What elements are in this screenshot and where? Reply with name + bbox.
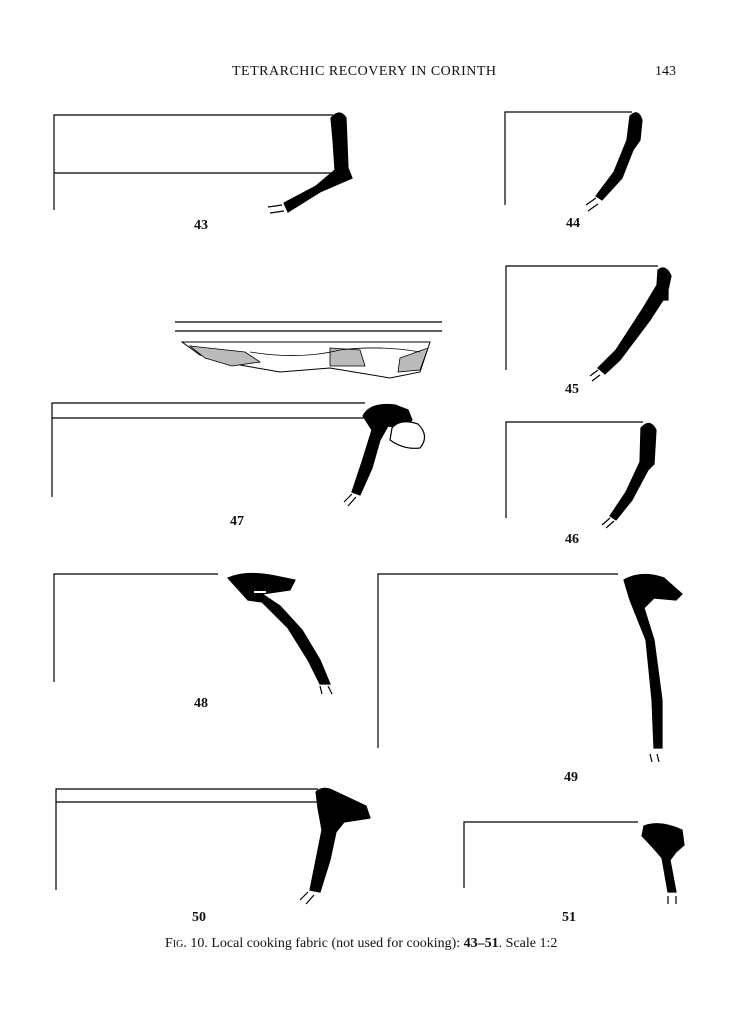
- caption-text: Local cooking fabric (not used for cooki…: [207, 936, 464, 951]
- figure-label-44: 44: [566, 216, 580, 231]
- figure-label-48: 48: [194, 696, 208, 711]
- profile-43: [53, 112, 353, 214]
- profile-47: [51, 402, 426, 507]
- figure-label-49: 49: [564, 770, 578, 785]
- figure-label-51: 51: [562, 910, 576, 925]
- figure-label-45: 45: [565, 382, 579, 397]
- caption-fig-ref: Fig. 10.: [165, 936, 208, 951]
- profile-46: [505, 421, 657, 529]
- profile-48: [53, 572, 333, 695]
- profile-51: [463, 821, 685, 904]
- caption-scale: . Scale 1:2: [498, 936, 558, 951]
- plan-drawing-47: [175, 321, 442, 379]
- page-number: 143: [655, 64, 676, 79]
- figure-label-47: 47: [230, 514, 244, 529]
- figure-label-43: 43: [194, 218, 208, 233]
- profile-50: [55, 787, 371, 905]
- caption-range: 43–51: [463, 936, 499, 951]
- profile-49: [377, 573, 683, 763]
- running-head-title: TETRARCHIC RECOVERY IN CORINTH: [232, 64, 497, 79]
- profile-44: [504, 111, 643, 212]
- profile-45: [505, 265, 672, 382]
- figure-caption: Fig. 10. Local cooking fabric (not used …: [165, 936, 557, 952]
- figure-label-50: 50: [192, 910, 206, 925]
- figure-label-46: 46: [565, 532, 579, 547]
